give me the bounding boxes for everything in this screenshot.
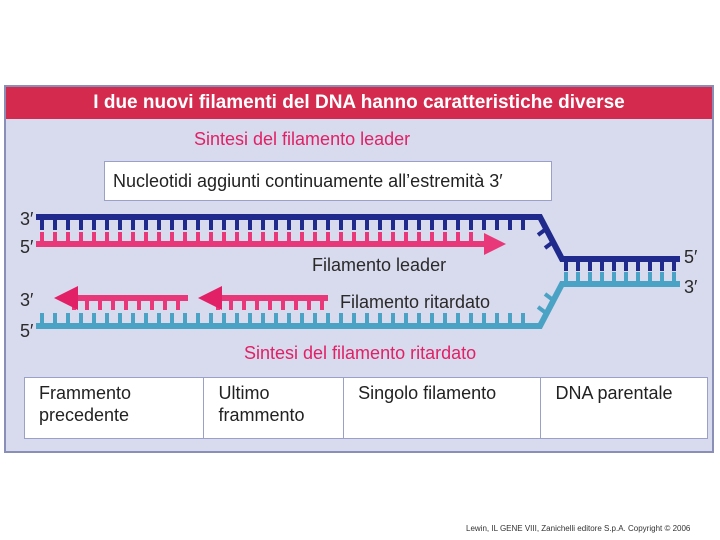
- dna-replication-figure: I due nuovi filamenti del DNA hanno cara…: [4, 85, 714, 453]
- leading-strand-label: Filamento leader: [312, 255, 447, 275]
- copyright-credit: Lewin, IL GENE VIII, Zanichelli editore …: [466, 524, 691, 533]
- legend-label: DNA parentale: [555, 383, 673, 403]
- legend-label: Singolo filamento: [358, 383, 497, 403]
- end-label-right-3prime: 3′: [684, 277, 698, 297]
- leading-note-box: Nucleotidi aggiunti continuamente all’es…: [104, 161, 552, 201]
- end-label-top-3prime: 3′: [20, 209, 34, 229]
- parental-bottom-strand: [36, 281, 680, 329]
- lagging-strand-label: Filamento ritardato: [340, 292, 491, 312]
- legend-cell-last-fragment: Ultimo frammento: [204, 378, 345, 438]
- parental-top-strand: [36, 214, 680, 262]
- legend-label: Frammento precedente: [39, 383, 132, 425]
- lagging-synthesis-title: Sintesi del filamento ritardato: [244, 343, 477, 363]
- leading-arrowhead: [484, 233, 506, 255]
- leading-synthesis-title: Sintesi del filamento leader: [194, 129, 411, 149]
- legend-cell-single-strand: Singolo filamento: [344, 378, 542, 438]
- end-label-right-5prime: 5′: [684, 247, 698, 267]
- end-label-bottom-3prime: 3′: [20, 290, 34, 310]
- lagging-arrowhead-previous: [54, 286, 78, 310]
- figure-header: I due nuovi filamenti del DNA hanno cara…: [6, 87, 712, 119]
- end-label-top-5prime: 5′: [20, 237, 34, 257]
- end-label-bottom-5prime: 5′: [20, 321, 34, 341]
- legend-cell-parental-dna: DNA parentale: [541, 378, 707, 438]
- lagging-arrowhead-last: [198, 286, 222, 310]
- legend-cell-previous-fragment: Frammento precedente: [25, 378, 205, 438]
- replication-fork-diagram: [36, 214, 680, 329]
- legend-label: Ultimo frammento: [218, 383, 305, 425]
- legend-table: Frammento precedente Ultimo frammento Si…: [24, 377, 708, 439]
